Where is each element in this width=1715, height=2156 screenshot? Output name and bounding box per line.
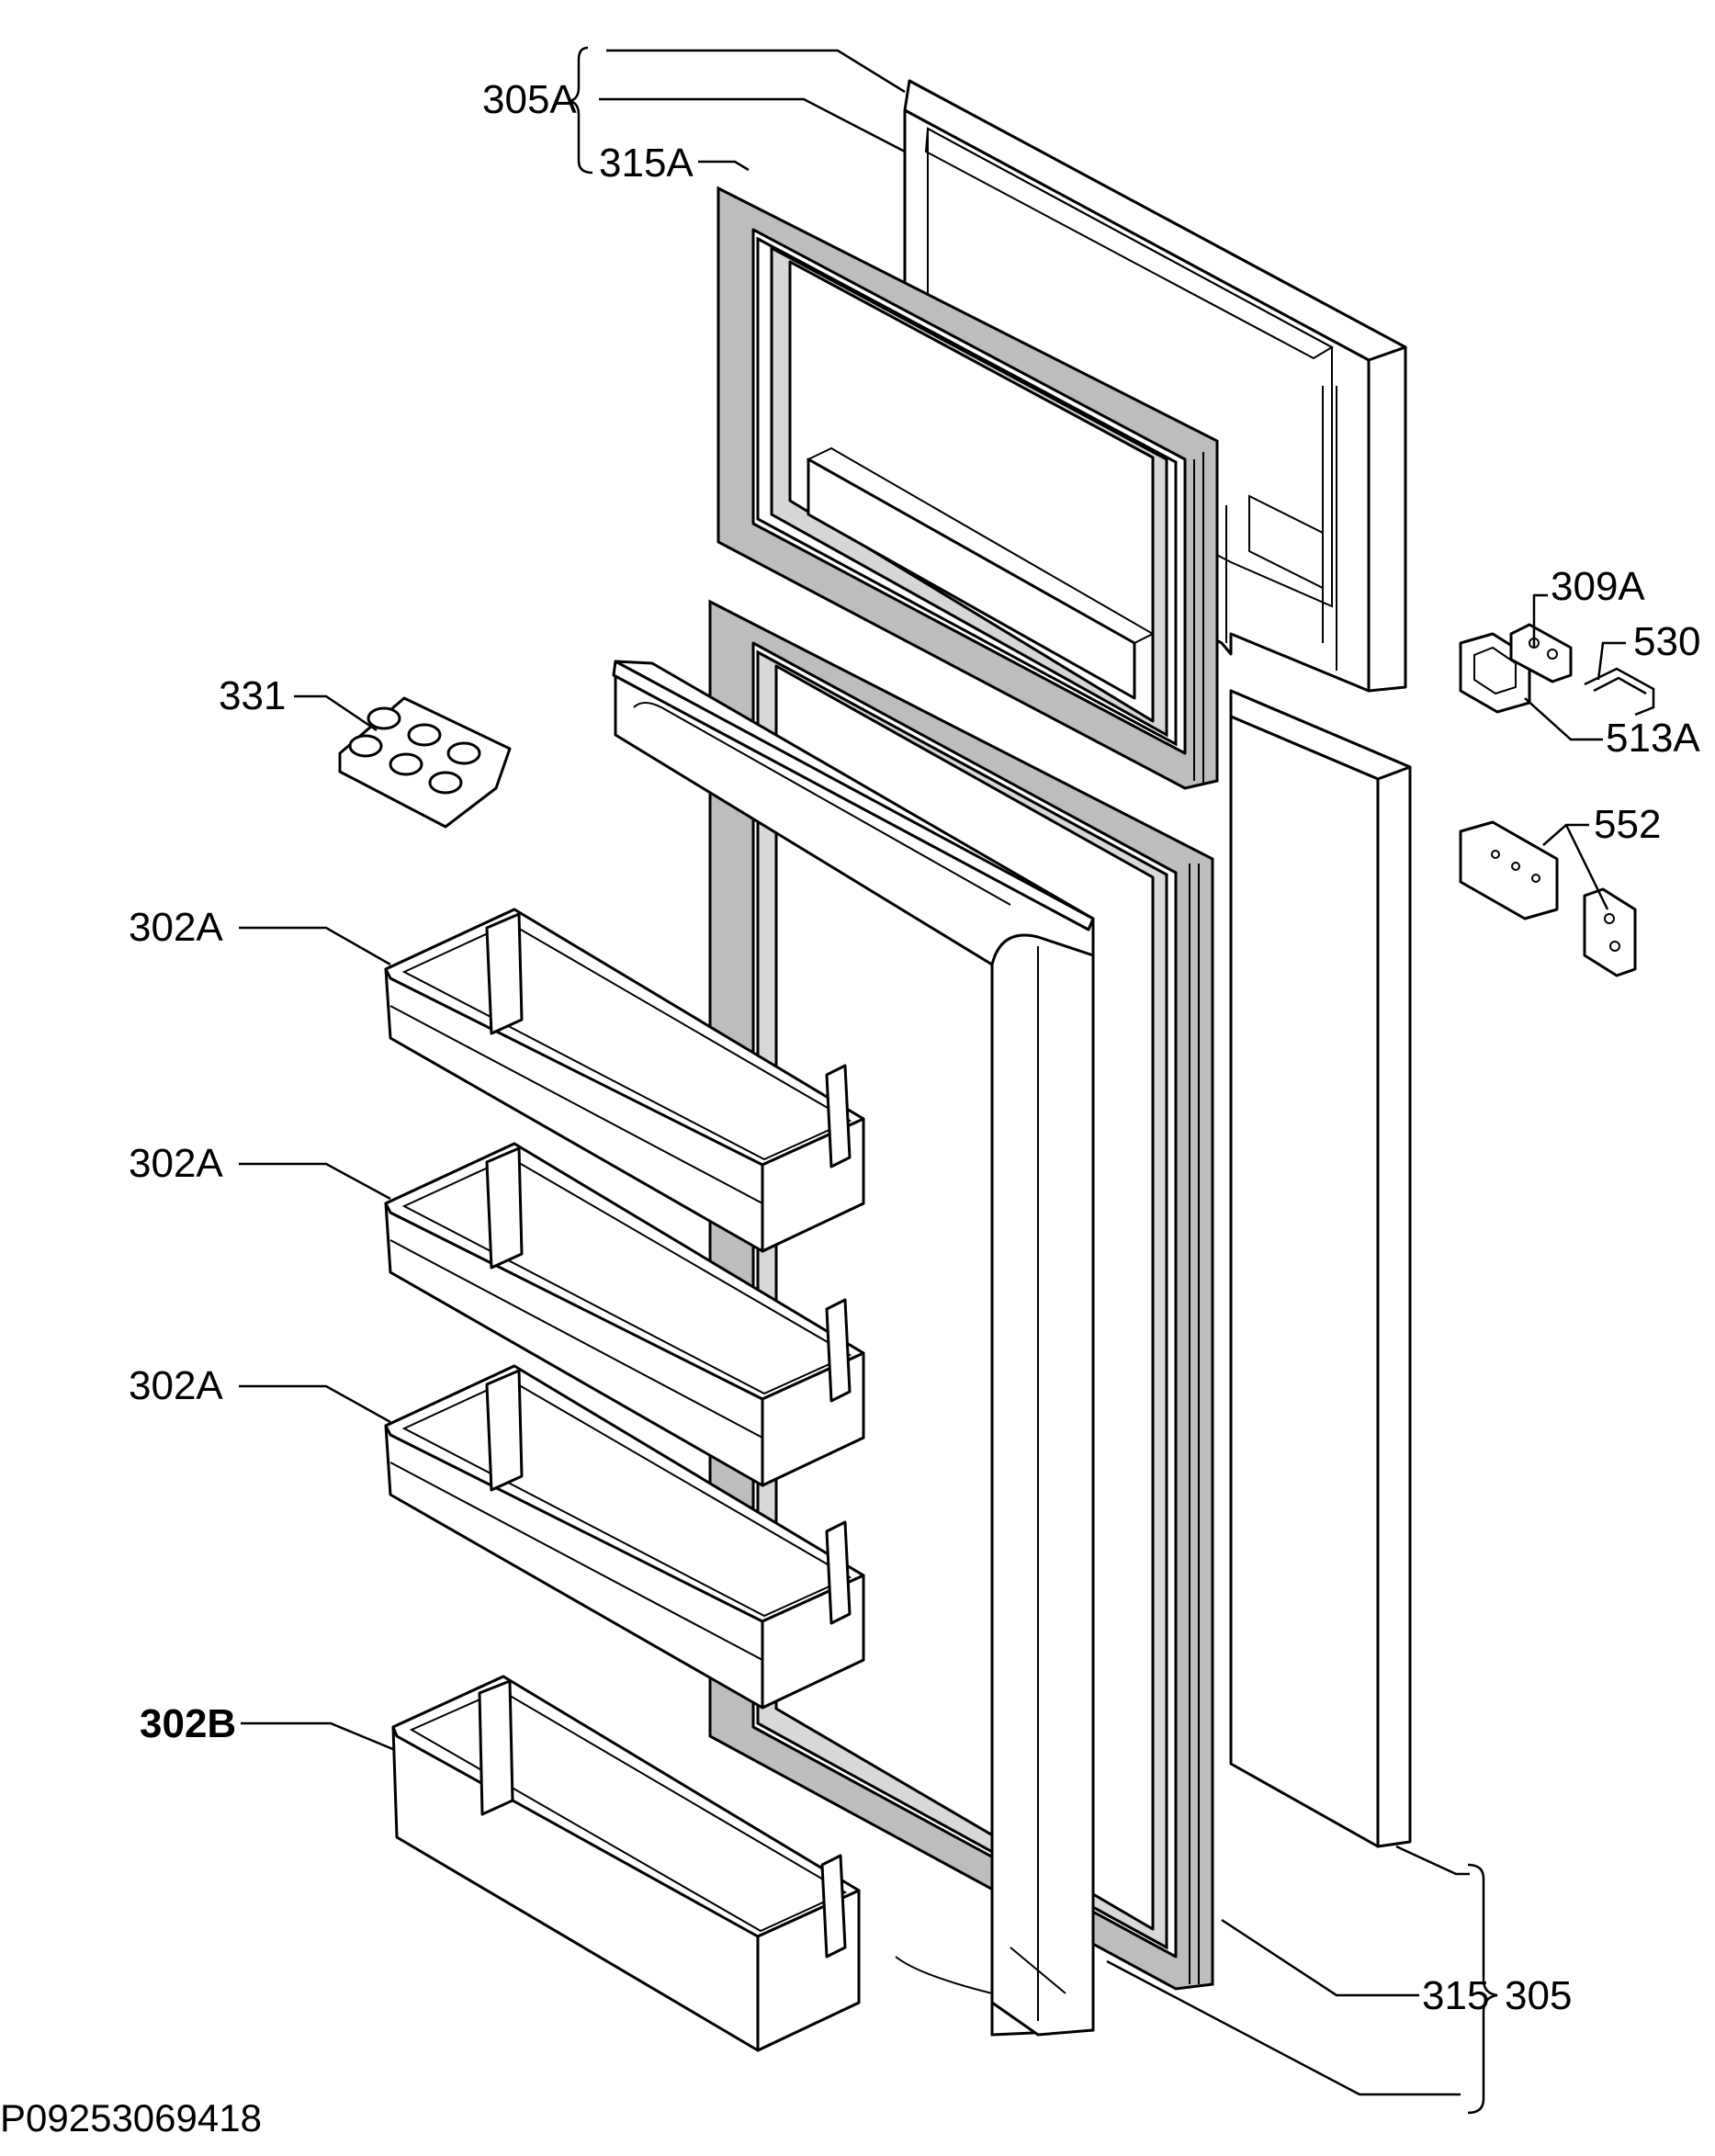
label-513A: 513A — [1606, 716, 1700, 761]
label-302A-3: 302A — [129, 1363, 223, 1408]
label-305A: 305A — [482, 77, 577, 122]
label-302B: 302B — [140, 1701, 236, 1746]
label-315A: 315A — [599, 141, 694, 186]
fridge-door-part — [1229, 689, 1412, 1848]
label-315: 315 — [1422, 1973, 1489, 2018]
label-530: 530 — [1633, 619, 1700, 664]
label-305: 305 — [1505, 1973, 1572, 2018]
leader-lines — [239, 46, 1626, 2115]
freezer-gasket-part — [716, 186, 1219, 790]
label-302A-1: 302A — [129, 905, 223, 950]
door-liner-part — [612, 660, 1095, 2037]
bottle-shelf-part — [391, 1675, 861, 2052]
door-shelf-2-part — [384, 1142, 865, 1487]
label-552: 552 — [1594, 802, 1661, 847]
hinge-parts — [1459, 623, 1655, 977]
label-331: 331 — [219, 673, 286, 718]
label-309A: 309A — [1551, 564, 1645, 609]
door-shelf-1-part — [384, 908, 865, 1253]
drawing-code: P09253069418 — [0, 2096, 262, 2139]
label-302A-2: 302A — [129, 1141, 223, 1186]
door-shelf-3-part — [384, 1364, 865, 1710]
egg-tray-part — [338, 696, 512, 829]
